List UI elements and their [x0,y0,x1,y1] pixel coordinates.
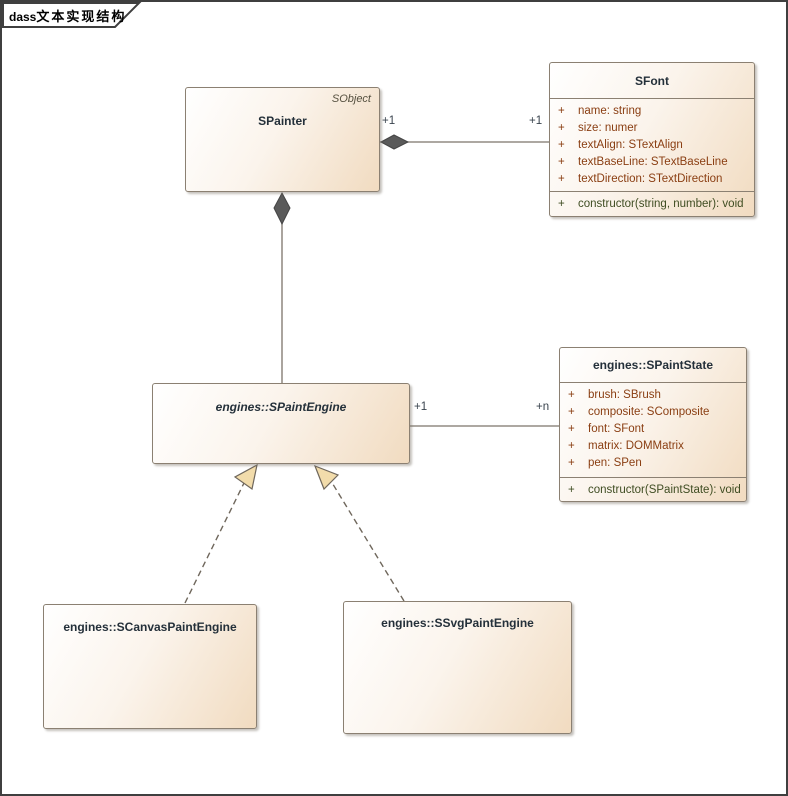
operation-row: + constructor(SPaintState): void [560,482,746,499]
class-spaintstate[interactable]: engines::SPaintState + brush: SBrush + c… [559,347,747,502]
class-spaintengine-title: engines::SPaintEngine [215,400,347,414]
attribute-row: + size: numer [550,120,754,137]
frame-tab [2,2,142,28]
generalization-triangle [233,463,258,491]
class-spaintstate-attributes: + brush: SBrush + composite: SComposite … [560,382,746,477]
class-scanvaspaintengine-title: engines::SCanvasPaintEngine [63,620,237,634]
class-sfont-attributes: + name: string + size: numer + textAlign… [550,98,754,191]
visibility-symbol: + [558,156,565,168]
class-ssvgpaintengine[interactable]: engines::SSvgPaintEngine [343,601,572,734]
visibility-symbol: + [568,423,575,435]
visibility-symbol: + [558,105,565,117]
class-sfont-title: SFont [635,74,669,88]
attribute-row: + name: string [550,103,754,120]
visibility-symbol: + [558,198,565,210]
multiplicity-engine-state-source: +1 [414,401,428,413]
attribute-text: textDirection: STextDirection [578,173,723,185]
visibility-symbol: + [568,457,575,469]
operation-text: constructor(SPaintState): void [588,484,741,496]
visibility-symbol: + [558,122,565,134]
generalization-triangle [313,464,340,491]
attribute-row: + textBaseLine: STextBaseLine [550,154,754,171]
multiplicity-painter-font-source: +1 [382,115,396,127]
class-spainter-parent: SObject [331,93,371,105]
class-sfont-operations: + constructor(string, number): void [550,191,754,216]
connector-painter-engine[interactable] [273,191,291,383]
multiplicity-painter-font-target: +1 [529,115,543,127]
attribute-text: textAlign: STextAlign [578,139,683,151]
frame-label: dass文本实现结构 [9,6,126,25]
visibility-symbol: + [558,173,565,185]
class-spaintstate-operations: + constructor(SPaintState): void [560,477,746,502]
class-scanvaspaintengine[interactable]: engines::SCanvasPaintEngine [43,604,257,729]
class-spaintengine[interactable]: engines::SPaintEngine [152,383,410,464]
visibility-symbol: + [558,139,565,151]
attribute-text: pen: SPen [588,457,642,469]
attribute-text: textBaseLine: STextBaseLine [578,156,728,168]
attribute-row: + composite: SComposite [560,404,746,421]
attribute-text: size: numer [578,122,638,134]
class-sfont[interactable]: SFont + name: string + size: numer + tex… [549,62,755,217]
class-spainter[interactable]: SObject SPainter [185,87,380,192]
attribute-row: + matrix: DOMMatrix [560,438,746,455]
attribute-row: + pen: SPen [560,455,746,472]
attribute-text: name: string [578,105,642,117]
composition-diamond [379,134,410,150]
attribute-row: + textDirection: STextDirection [550,171,754,188]
operation-text: constructor(string, number): void [578,198,744,210]
visibility-symbol: + [568,440,575,452]
attribute-row: + textAlign: STextAlign [550,137,754,154]
class-spainter-title: SPainter [258,114,307,128]
operation-row: + constructor(string, number): void [550,196,754,213]
visibility-symbol: + [568,406,575,418]
attribute-text: matrix: DOMMatrix [588,440,684,452]
connector-svg-realization[interactable] [313,464,405,602]
class-spaintstate-title: engines::SPaintState [592,358,714,372]
frame-label-title: 文本实现结构 [36,9,127,24]
class-ssvgpaintengine-title: engines::SSvgPaintEngine [381,616,534,630]
attribute-row: + brush: SBrush [560,387,746,404]
attribute-text: composite: SComposite [588,406,710,418]
multiplicity-engine-state-target: +n [536,401,550,413]
attribute-text: brush: SBrush [588,389,661,401]
composition-diamond [273,191,291,226]
frame-label-prefix: dass [9,10,37,24]
attribute-row: + font: SFont [560,421,746,438]
connector-canvas-realization[interactable] [184,463,258,604]
connector-painter-font[interactable] [379,134,549,150]
visibility-symbol: + [568,389,575,401]
visibility-symbol: + [568,484,575,496]
attribute-text: font: SFont [588,423,645,435]
